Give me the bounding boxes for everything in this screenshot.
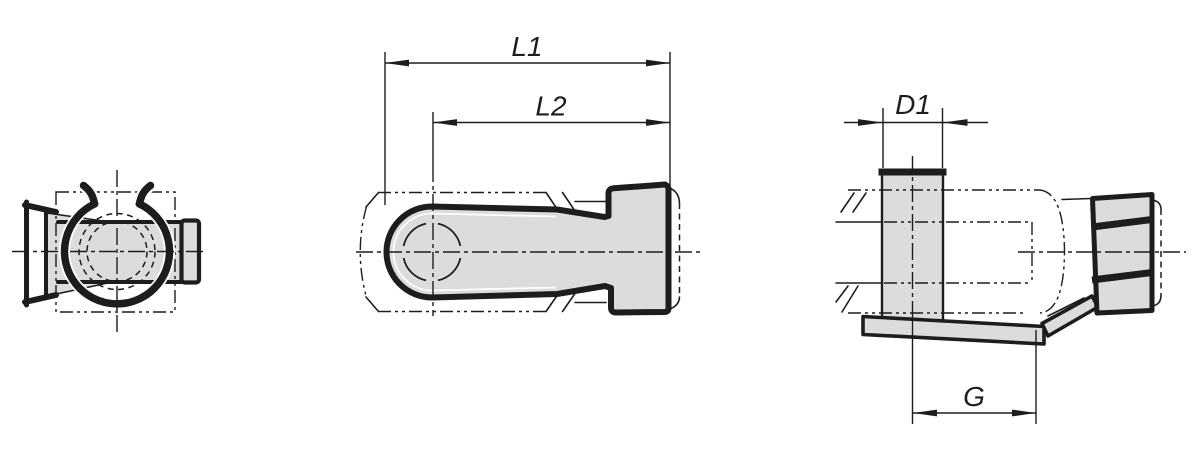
dimension-label-l2: L2 (535, 91, 567, 122)
clip-body (383, 181, 672, 316)
phantom-fork-end-arc (359, 206, 368, 298)
head-cap-corners (1151, 199, 1162, 307)
front-view (12, 170, 207, 333)
fork-end-slants (365, 191, 380, 313)
side-view: L1 L2 (356, 31, 702, 316)
bracket-bottom-tab (22, 292, 59, 305)
rod-edges-solid (835, 221, 882, 284)
arrowhead-left (858, 119, 883, 126)
arrowhead-right (942, 119, 968, 126)
grip-head (1090, 192, 1155, 316)
break-marks-top (840, 192, 867, 213)
dimension-d1: D1 (844, 89, 988, 168)
dimension-l2: L2 (433, 91, 670, 126)
break-marks-bottom (835, 285, 859, 313)
clip-ring (60, 200, 174, 308)
bracket-top-tab (22, 202, 59, 215)
dimension-g: G (913, 381, 1036, 417)
rod-to-head-edge (1061, 197, 1092, 201)
phantom-slot-edges (884, 221, 1032, 284)
clip-prong-right (135, 181, 155, 208)
leg-inner-line (1047, 297, 1085, 317)
arrowhead-left (433, 119, 457, 126)
arrowhead-right (1012, 409, 1036, 417)
arrowhead-right (646, 59, 670, 67)
arrowhead-right (646, 119, 670, 126)
phantom-rod-end-arc (1039, 189, 1066, 314)
grip-groove-top (1091, 216, 1153, 231)
grip-groove-bottom (1091, 269, 1153, 284)
dimension-label-d1: D1 (895, 89, 931, 120)
clip-prong-left (79, 181, 99, 208)
clip-leg-bar (861, 314, 1046, 346)
dimension-label-l1: L1 (511, 31, 542, 62)
arrowhead-left (913, 409, 937, 417)
dimension-l1: L1 (384, 31, 671, 205)
dimension-label-g: G (963, 381, 985, 412)
clip-leg-diagonal (1040, 294, 1100, 338)
top-view: D1 G (835, 89, 1186, 424)
arrowhead-left (385, 59, 409, 67)
